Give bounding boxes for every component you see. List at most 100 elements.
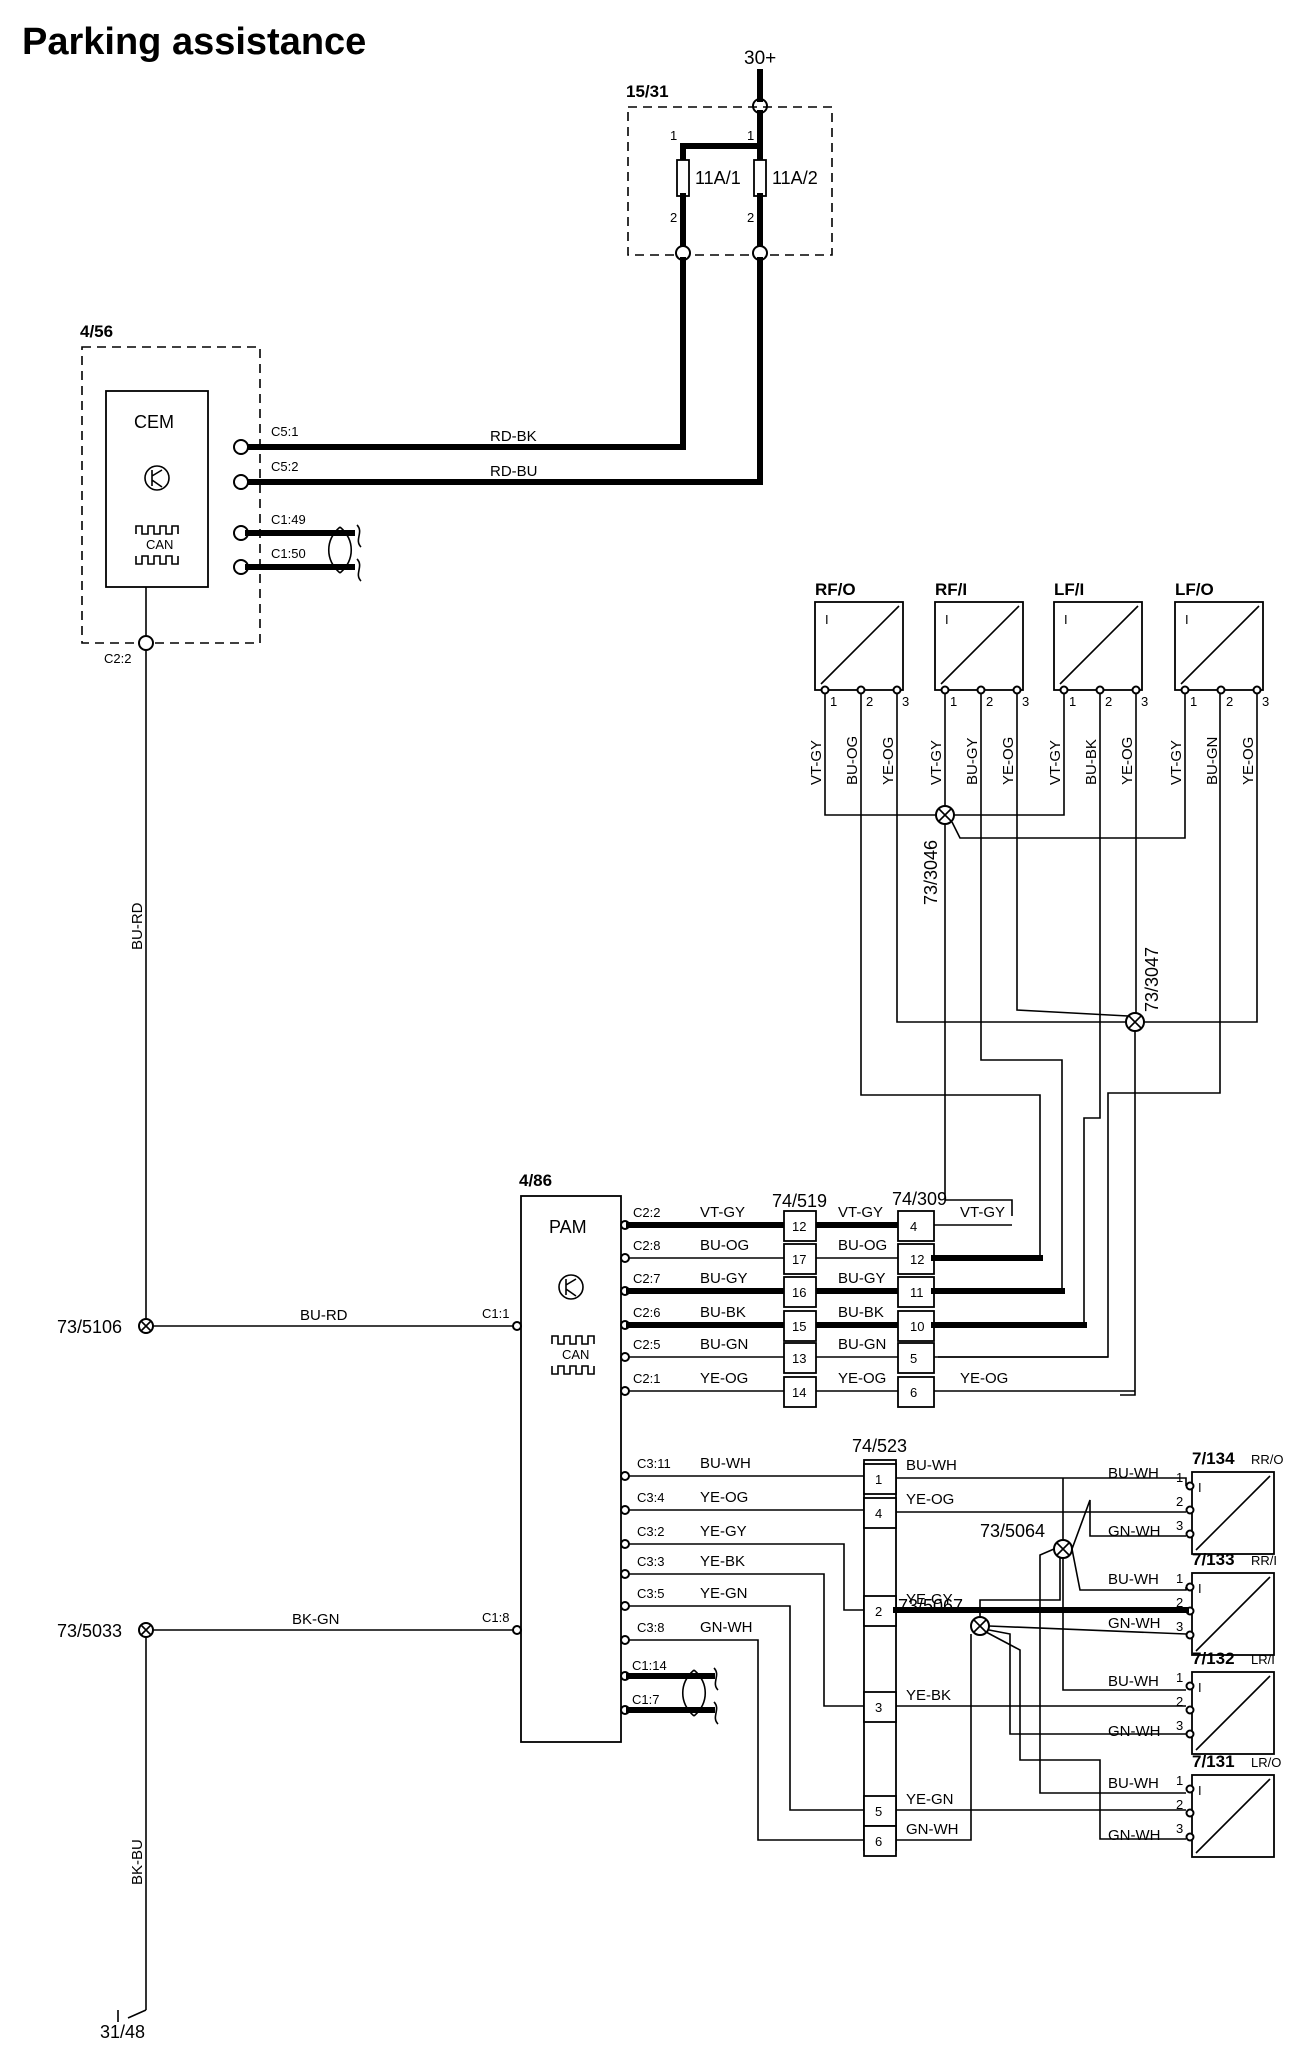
rear-sensor-0-pin-0: [1185, 1481, 1195, 1491]
cem-id: 4/56: [80, 322, 113, 341]
front-sensor-1-wire-label-0: VT-GY: [928, 740, 945, 785]
front-sensor-3-mark: I: [1185, 612, 1189, 627]
splice-3047-to-309-pin6: [1120, 1031, 1136, 1396]
pam-pin-c2-label-0: C2:2: [633, 1205, 660, 1220]
pam-c3-wire-label-3: YE-BK: [700, 1553, 745, 1570]
c519-c309-wire-label-2: BU-GY: [838, 1270, 886, 1287]
pam-c2-wire-label-3: BU-BK: [700, 1304, 746, 1321]
pam-pin-c2-4: [620, 1352, 630, 1362]
front-sensor-1-pin-label-1: 2: [986, 694, 993, 709]
c519-c309-wire-label-1: BU-OG: [838, 1237, 887, 1254]
splice5067-to-5064: [979, 1558, 1061, 1617]
front-sensor-0-pin-0: [820, 685, 830, 695]
pam-can-icon: [551, 1335, 595, 1375]
c523-out-label-3: YE-BK: [906, 1687, 951, 1704]
c523-pin-0: 1: [875, 1472, 882, 1487]
front-sensor-3-pin-label-2: 3: [1262, 694, 1269, 709]
pam-c2-wire-label-1: BU-OG: [700, 1237, 749, 1254]
fuse-11a2: [753, 159, 767, 197]
lf-o-vtgy-wire: [951, 694, 1186, 839]
cem-pin-c2-2: [138, 635, 154, 651]
ground-label: 31/48: [100, 2022, 145, 2040]
rear-sensor-3-pos: LR/O: [1251, 1755, 1281, 1770]
front-sensor-1-wire-label-2: YE-OG: [1000, 737, 1017, 785]
fuse2-pin-bottom: 2: [747, 210, 754, 225]
c523-pin-3: 3: [875, 1700, 882, 1715]
rear-sensor-2-id: 7/132: [1192, 1649, 1235, 1668]
c519-cell-0: [783, 1210, 817, 1242]
c3-yegn-wire: [629, 1605, 864, 1811]
splice-73-3047: [1125, 1012, 1145, 1032]
c309-out-wire-label-0: VT-GY: [960, 1204, 1005, 1221]
front-sensor-1-pin-label-0: 1: [950, 694, 957, 709]
pam-transistor-icon: [558, 1274, 584, 1300]
pam-c3-wire-label-2: YE-GY: [700, 1523, 747, 1540]
front-sensor-2-diag: [1059, 605, 1139, 685]
pam-c2-wire-label-2: BU-GY: [700, 1270, 748, 1287]
diagram-title: Parking assistance: [22, 21, 366, 63]
c309-cell-5: [897, 1376, 935, 1408]
rear-sensor-1-pos: RR/I: [1251, 1553, 1277, 1568]
rear-sensor-2-mark: I: [1198, 1680, 1202, 1695]
front-sensor-3-wire-label-1: BU-GN: [1204, 737, 1221, 785]
c519-c309-wire-label-0: VT-GY: [838, 1204, 883, 1221]
c309-cell-0: [897, 1210, 935, 1242]
lr-o-buwh-wire: [1039, 1548, 1186, 1794]
pam-pin-c1-7-label: C1:7: [632, 1692, 659, 1707]
rear-sensor-0-pin-2: [1185, 1529, 1195, 1539]
rear-wire-label-4: BU-WH: [1108, 1673, 1159, 1690]
cem-module: [105, 390, 209, 588]
fuse-11a1: [676, 159, 690, 197]
front-sensor-2-wire-label-0: VT-GY: [1047, 740, 1064, 785]
pam-pin-c3-label-0: C3:11: [637, 1456, 671, 1471]
pam-can-label: CAN: [562, 1347, 589, 1362]
front-sensor-0-pin-label-1: 2: [866, 694, 873, 709]
front-sensor-2-pin-1: [1095, 685, 1105, 695]
pam-pin-c2-label-2: C2:7: [633, 1271, 660, 1286]
front-sensor-2-pin-label-0: 1: [1069, 694, 1076, 709]
c519-id: 74/519: [772, 1191, 827, 1211]
front-sensor-3-wire-label-2: YE-OG: [1240, 737, 1257, 785]
front-sensor-1-wire-label-1: BU-GY: [964, 737, 981, 785]
cem-pin-c1-49-label: C1:49: [271, 512, 306, 527]
wire-rd-bk-label: RD-BK: [490, 428, 537, 445]
wire-rd-bu-label: RD-BU: [490, 463, 538, 480]
rear-sensor-2-pin-1: [1185, 1705, 1195, 1715]
pam-c3-wire-label-5: GN-WH: [700, 1619, 753, 1636]
c519-cell-5: [783, 1376, 817, 1408]
wire-rd-bk: [245, 257, 686, 450]
pam-pin-c1-8-label: C1:8: [482, 1610, 509, 1625]
rear-sensor-2-pin-label-1: 2: [1176, 1694, 1183, 1709]
c519-c309-wire-label-3: BU-BK: [838, 1304, 884, 1321]
pam-pin-c2-label-3: C2:6: [633, 1305, 660, 1320]
cem-can-icon: [135, 525, 179, 565]
c523-id: 74/523: [852, 1436, 907, 1456]
rear-sensor-2-pin-0: [1185, 1681, 1195, 1691]
front-sensor-0-wire-label-0: VT-GY: [808, 740, 825, 785]
cem-pin-c2-2-label: C2:2: [104, 651, 131, 666]
c523-out-label-2: YE-GY: [906, 1591, 953, 1608]
cem-enclosure: [81, 346, 261, 644]
front-sensor-2-pin-0: [1059, 685, 1069, 695]
c309-pin-1: 12: [910, 1252, 924, 1267]
rear-sensor-3-pin-label-1: 2: [1176, 1797, 1183, 1812]
rf-o-vtgy-wire: [824, 694, 936, 816]
splice-73-5106-label: 73/5106: [57, 1317, 122, 1337]
c523-cell-0: [863, 1463, 897, 1495]
front-sensor-3-diag: [1180, 605, 1260, 685]
rr-o-buwh-wire: [896, 1477, 1187, 1486]
c519-pin-0: 12: [792, 1219, 806, 1234]
front-sensor-2-pin-label-2: 3: [1141, 694, 1148, 709]
front-sensor-0-diag: [820, 605, 900, 685]
fuse-box: [627, 106, 833, 256]
fuse-11a1-label: 11A/1: [695, 168, 741, 188]
rear-wire-label-5: GN-WH: [1108, 1723, 1161, 1740]
pam-pin-c3-label-1: C3:4: [637, 1490, 664, 1505]
front-sensor-1-pos: RF/I: [935, 580, 967, 599]
pam-pin-c3-2: [620, 1539, 630, 1549]
rear-sensor-3-id: 7/131: [1192, 1752, 1235, 1771]
front-sensor-3-pin-label-0: 1: [1190, 694, 1197, 709]
front-sensor-2-wire-label-1: BU-BK: [1083, 739, 1100, 785]
